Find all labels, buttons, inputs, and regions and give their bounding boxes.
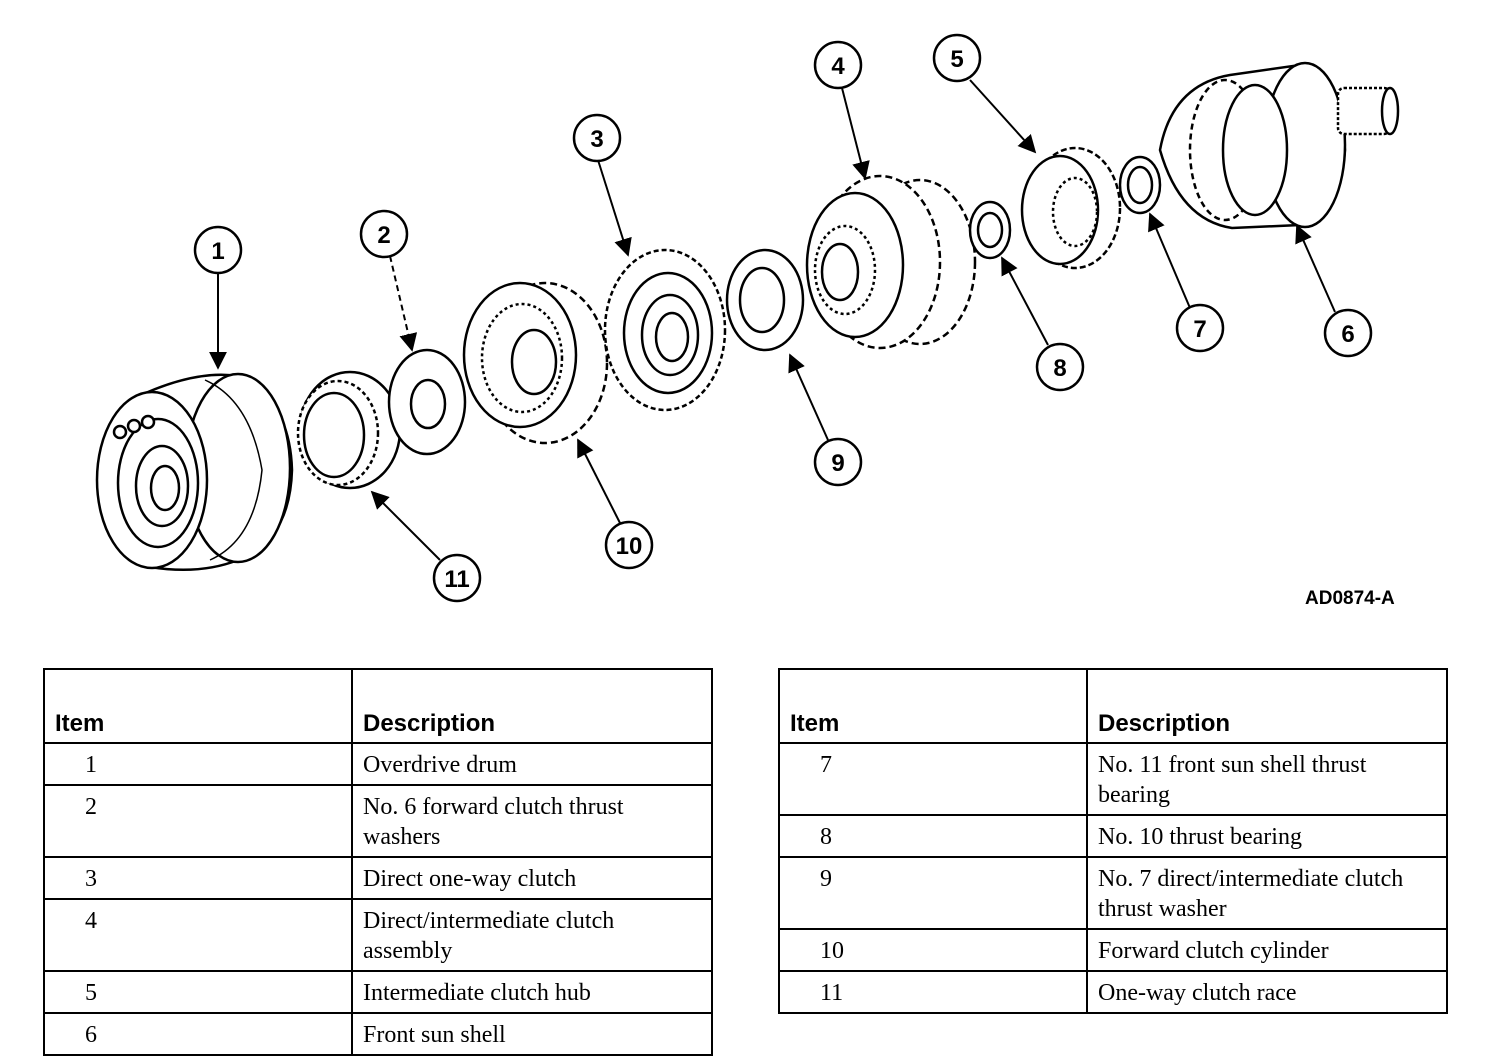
svg-text:10: 10: [616, 533, 643, 560]
item-description: Direct one-way clutch: [351, 856, 713, 900]
callout-3: 3: [572, 113, 622, 163]
item-description: No. 10 thrust bearing: [1086, 814, 1448, 858]
leader-4: [841, 87, 870, 180]
callout-6: 6: [1323, 308, 1373, 358]
part-direct-intermediate-clutch-assembly: [805, 174, 977, 350]
item-description: Intermediate clutch hub: [351, 970, 713, 1014]
leader-2: [389, 255, 418, 352]
part-thrust-washer-9: [725, 248, 805, 352]
item-number: 9: [778, 856, 1088, 930]
callout-2: 2: [359, 209, 409, 259]
leader-8: [1001, 256, 1049, 346]
callout-4: 4: [813, 40, 863, 90]
item-number: 7: [778, 742, 1088, 816]
svg-text:2: 2: [377, 222, 390, 249]
leader-6: [1295, 224, 1336, 313]
leader-5: [969, 79, 1037, 154]
leader-11: [370, 490, 441, 561]
svg-text:6: 6: [1341, 321, 1354, 348]
callout-1: 1: [193, 225, 243, 275]
part-intermediate-clutch-hub: [1020, 146, 1122, 270]
item-number: 10: [778, 928, 1088, 972]
item-description: Forward clutch cylinder: [1086, 928, 1448, 972]
part-thrust-bearing-8: [968, 200, 1012, 260]
svg-text:8: 8: [1053, 355, 1066, 382]
part-direct-one-way-clutch: [603, 248, 727, 412]
header-description: Description: [1086, 668, 1448, 744]
item-number: 2: [43, 784, 353, 858]
callout-11: 11: [432, 553, 482, 603]
item-number: 5: [43, 970, 353, 1014]
item-number: 1: [43, 742, 353, 786]
leader-7: [1148, 212, 1191, 309]
item-number: 11: [778, 970, 1088, 1014]
svg-text:3: 3: [590, 126, 603, 153]
item-description: No. 7 direct/intermediate clutch thrust …: [1086, 856, 1448, 930]
svg-text:9: 9: [831, 450, 844, 477]
leader-9: [788, 353, 829, 441]
header-description: Description: [351, 668, 713, 744]
figure-code: AD0874-A: [1305, 588, 1395, 609]
svg-text:5: 5: [950, 46, 963, 73]
item-number: 8: [778, 814, 1088, 858]
item-description: No. 6 forward clutch thrust washers: [351, 784, 713, 858]
item-number: 6: [43, 1012, 353, 1056]
svg-text:7: 7: [1193, 316, 1206, 343]
callout-7: 7: [1175, 303, 1225, 353]
item-description: No. 11 front sun shell thrust bearing: [1086, 742, 1448, 816]
svg-text:1: 1: [211, 238, 224, 265]
part-thrust-bearing-7: [1118, 155, 1162, 215]
callout-10: 10: [604, 520, 654, 570]
header-item: Item: [43, 668, 353, 744]
part-overdrive-drum: [95, 372, 294, 571]
item-description: Overdrive drum: [351, 742, 713, 786]
leader-3: [597, 159, 632, 257]
svg-text:4: 4: [831, 53, 845, 80]
callout-8: 8: [1035, 342, 1085, 392]
part-forward-clutch-cylinder: [462, 281, 609, 445]
item-number: 4: [43, 898, 353, 972]
leader-10: [577, 438, 621, 524]
header-item: Item: [778, 668, 1088, 744]
item-description: Direct/intermediate clutch assembly: [351, 898, 713, 972]
callout-9: 9: [813, 437, 863, 487]
exploded-view-diagram: 1 2 3 4 5 6 7 8 9 10 11: [95, 33, 1400, 603]
callout-5: 5: [932, 33, 982, 83]
item-description: Front sun shell: [351, 1012, 713, 1056]
item-number: 3: [43, 856, 353, 900]
item-description: One-way clutch race: [1086, 970, 1448, 1014]
part-one-way-clutch-race: [296, 370, 402, 490]
part-front-sun-shell: [1158, 61, 1400, 230]
svg-text:11: 11: [444, 566, 469, 593]
part-thrust-washer-2: [387, 348, 467, 456]
